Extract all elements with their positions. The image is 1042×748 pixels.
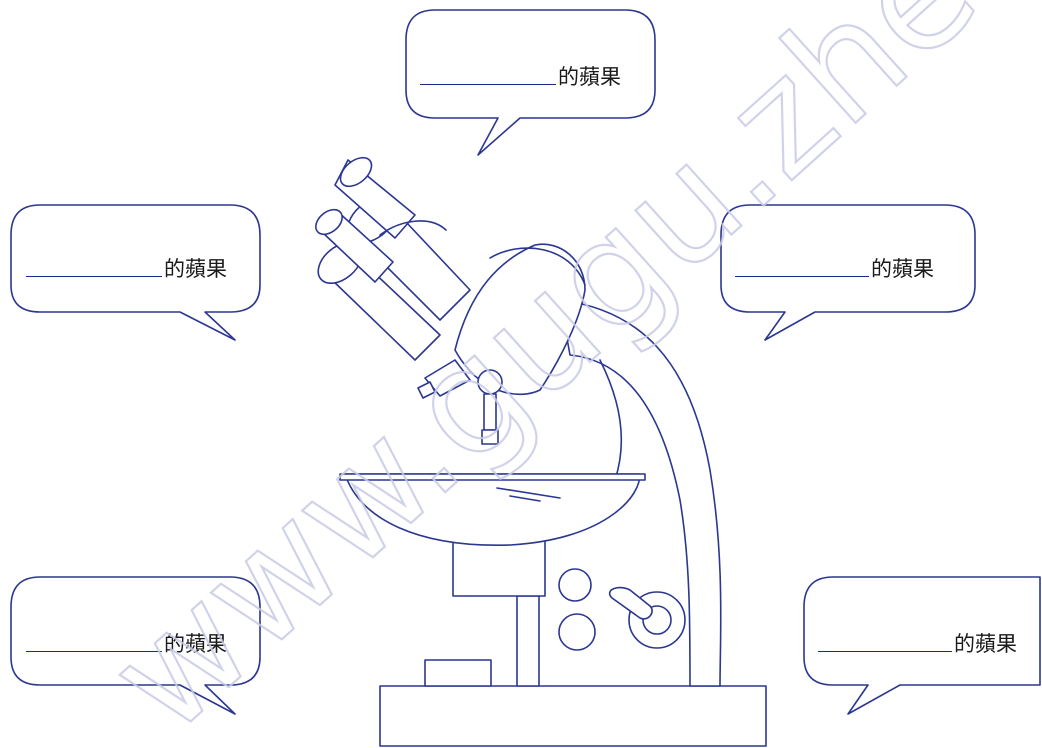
label-right-lower: 的蘋果 [818,631,1017,656]
answer-blank[interactable] [26,651,162,652]
label-left-lower: 的蘋果 [26,631,227,656]
answer-blank[interactable] [818,651,952,652]
answer-blank[interactable] [26,276,162,277]
speech-bubble-right-lower [803,576,1041,715]
speech-bubble-right-upper [720,204,976,341]
label-left-upper: 的蘋果 [26,256,227,281]
objective [424,359,471,397]
speech-bubble-left-upper [10,204,261,341]
knob-medium [558,613,596,651]
label-suffix: 的蘋果 [164,257,227,281]
label-suffix: 的蘋果 [558,65,621,89]
label-right-upper: 的蘋果 [735,256,934,281]
label-suffix: 的蘋果 [164,632,227,656]
head-housing [454,243,586,396]
answer-blank[interactable] [420,84,556,85]
knob-small [558,568,592,602]
label-suffix: 的蘋果 [954,632,1017,656]
speech-bubble-top [405,9,656,156]
microscope-base [379,685,767,747]
condenser [452,539,546,597]
label-suffix: 的蘋果 [871,257,934,281]
speech-bubble-left-lower [10,576,261,715]
microscope-arm [559,299,722,687]
answer-blank[interactable] [735,276,869,277]
label-top: 的蘋果 [420,64,621,89]
stage-plate [344,473,641,546]
base-block [424,659,492,687]
